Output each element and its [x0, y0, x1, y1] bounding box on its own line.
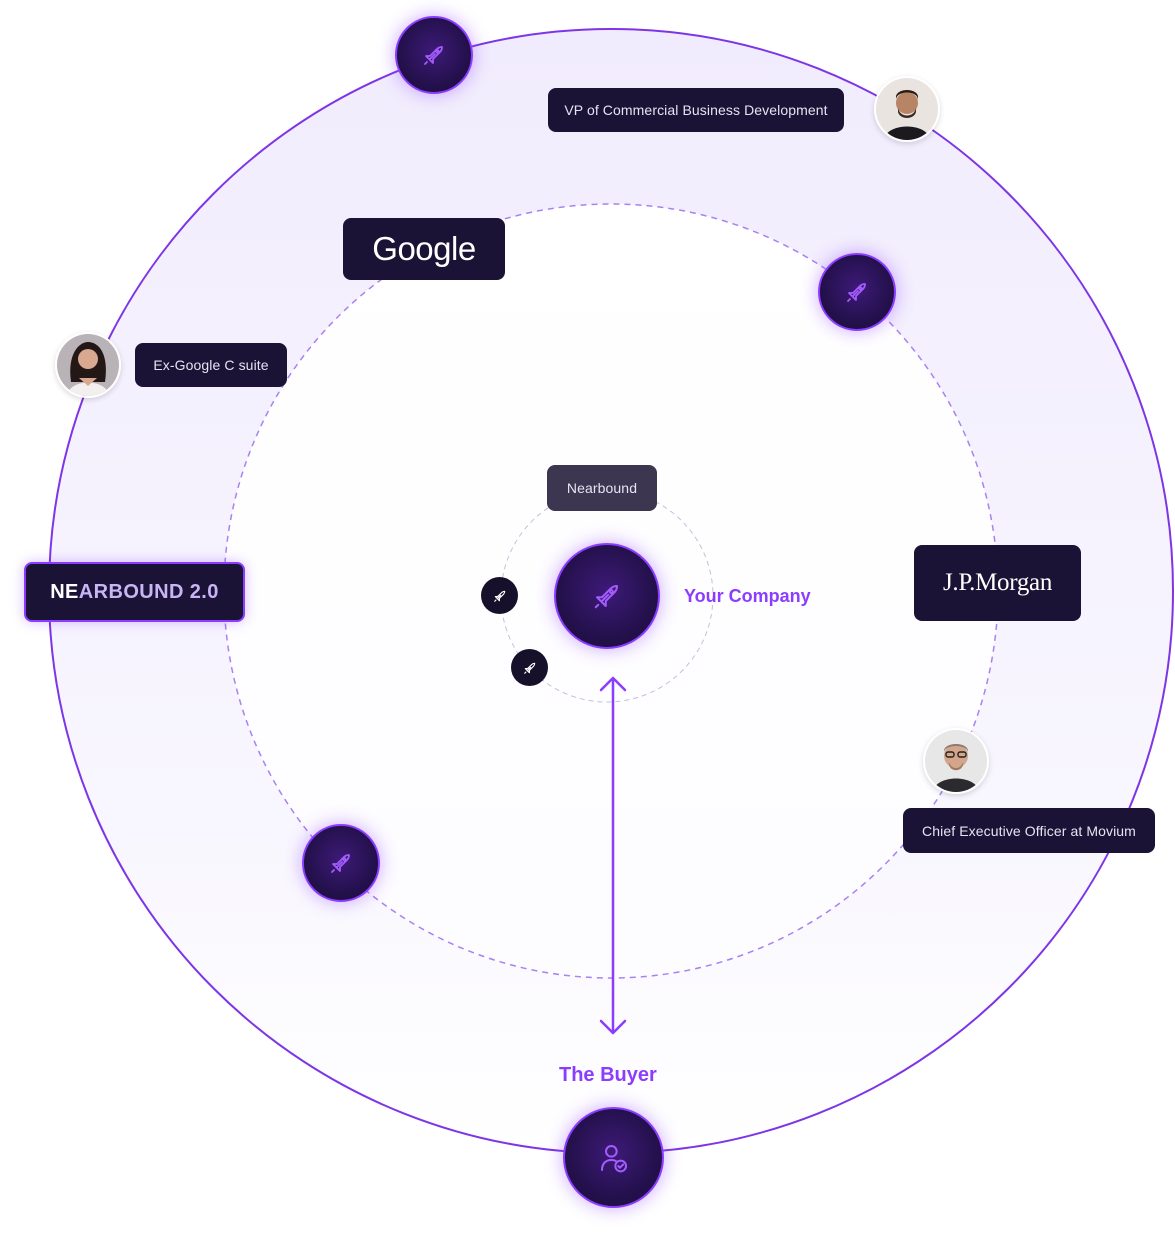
rocket-icon — [424, 46, 443, 65]
satellite-node-2[interactable] — [511, 649, 548, 686]
buyer-node[interactable] — [563, 1107, 664, 1208]
orbit-node-upper-right[interactable] — [818, 253, 896, 331]
person-label-ex-google: Ex-Google C suite — [135, 343, 287, 387]
nearbound-2-logo-card: NEARBOUND 2.0 — [24, 562, 245, 622]
avatar-ex-google — [55, 332, 121, 398]
avatar-vp — [874, 76, 940, 142]
jpmorgan-logo-card: J.P.Morgan — [914, 545, 1081, 621]
your-company-node[interactable] — [554, 543, 660, 649]
rocket-icon — [847, 283, 866, 302]
avatar-ceo — [923, 728, 989, 794]
user-check-icon — [600, 1144, 627, 1172]
connection-arrow — [599, 676, 627, 1035]
rocket-icon — [331, 854, 350, 873]
nearbound-tag: Nearbound — [547, 465, 657, 511]
orbit-node-top[interactable] — [395, 16, 473, 94]
google-logo-card: Google — [343, 218, 505, 280]
google-logo: Google — [372, 230, 476, 267]
orbit-node-lower-left[interactable] — [302, 824, 380, 902]
satellite-node-1[interactable] — [481, 577, 518, 614]
rocket-icon — [523, 662, 535, 674]
person-label-ceo: Chief Executive Officer at Movium — [903, 808, 1155, 853]
your-company-label: Your Company — [684, 586, 811, 606]
rocket-icon — [594, 585, 618, 609]
person-label-vp: VP of Commercial Business Development — [548, 88, 844, 132]
buyer-label: The Buyer — [559, 1064, 657, 1086]
rocket-icon — [493, 590, 505, 602]
nearbound-2-logo: NEARBOUND 2.0 — [50, 580, 219, 603]
jpmorgan-logo: J.P.Morgan — [942, 569, 1053, 596]
